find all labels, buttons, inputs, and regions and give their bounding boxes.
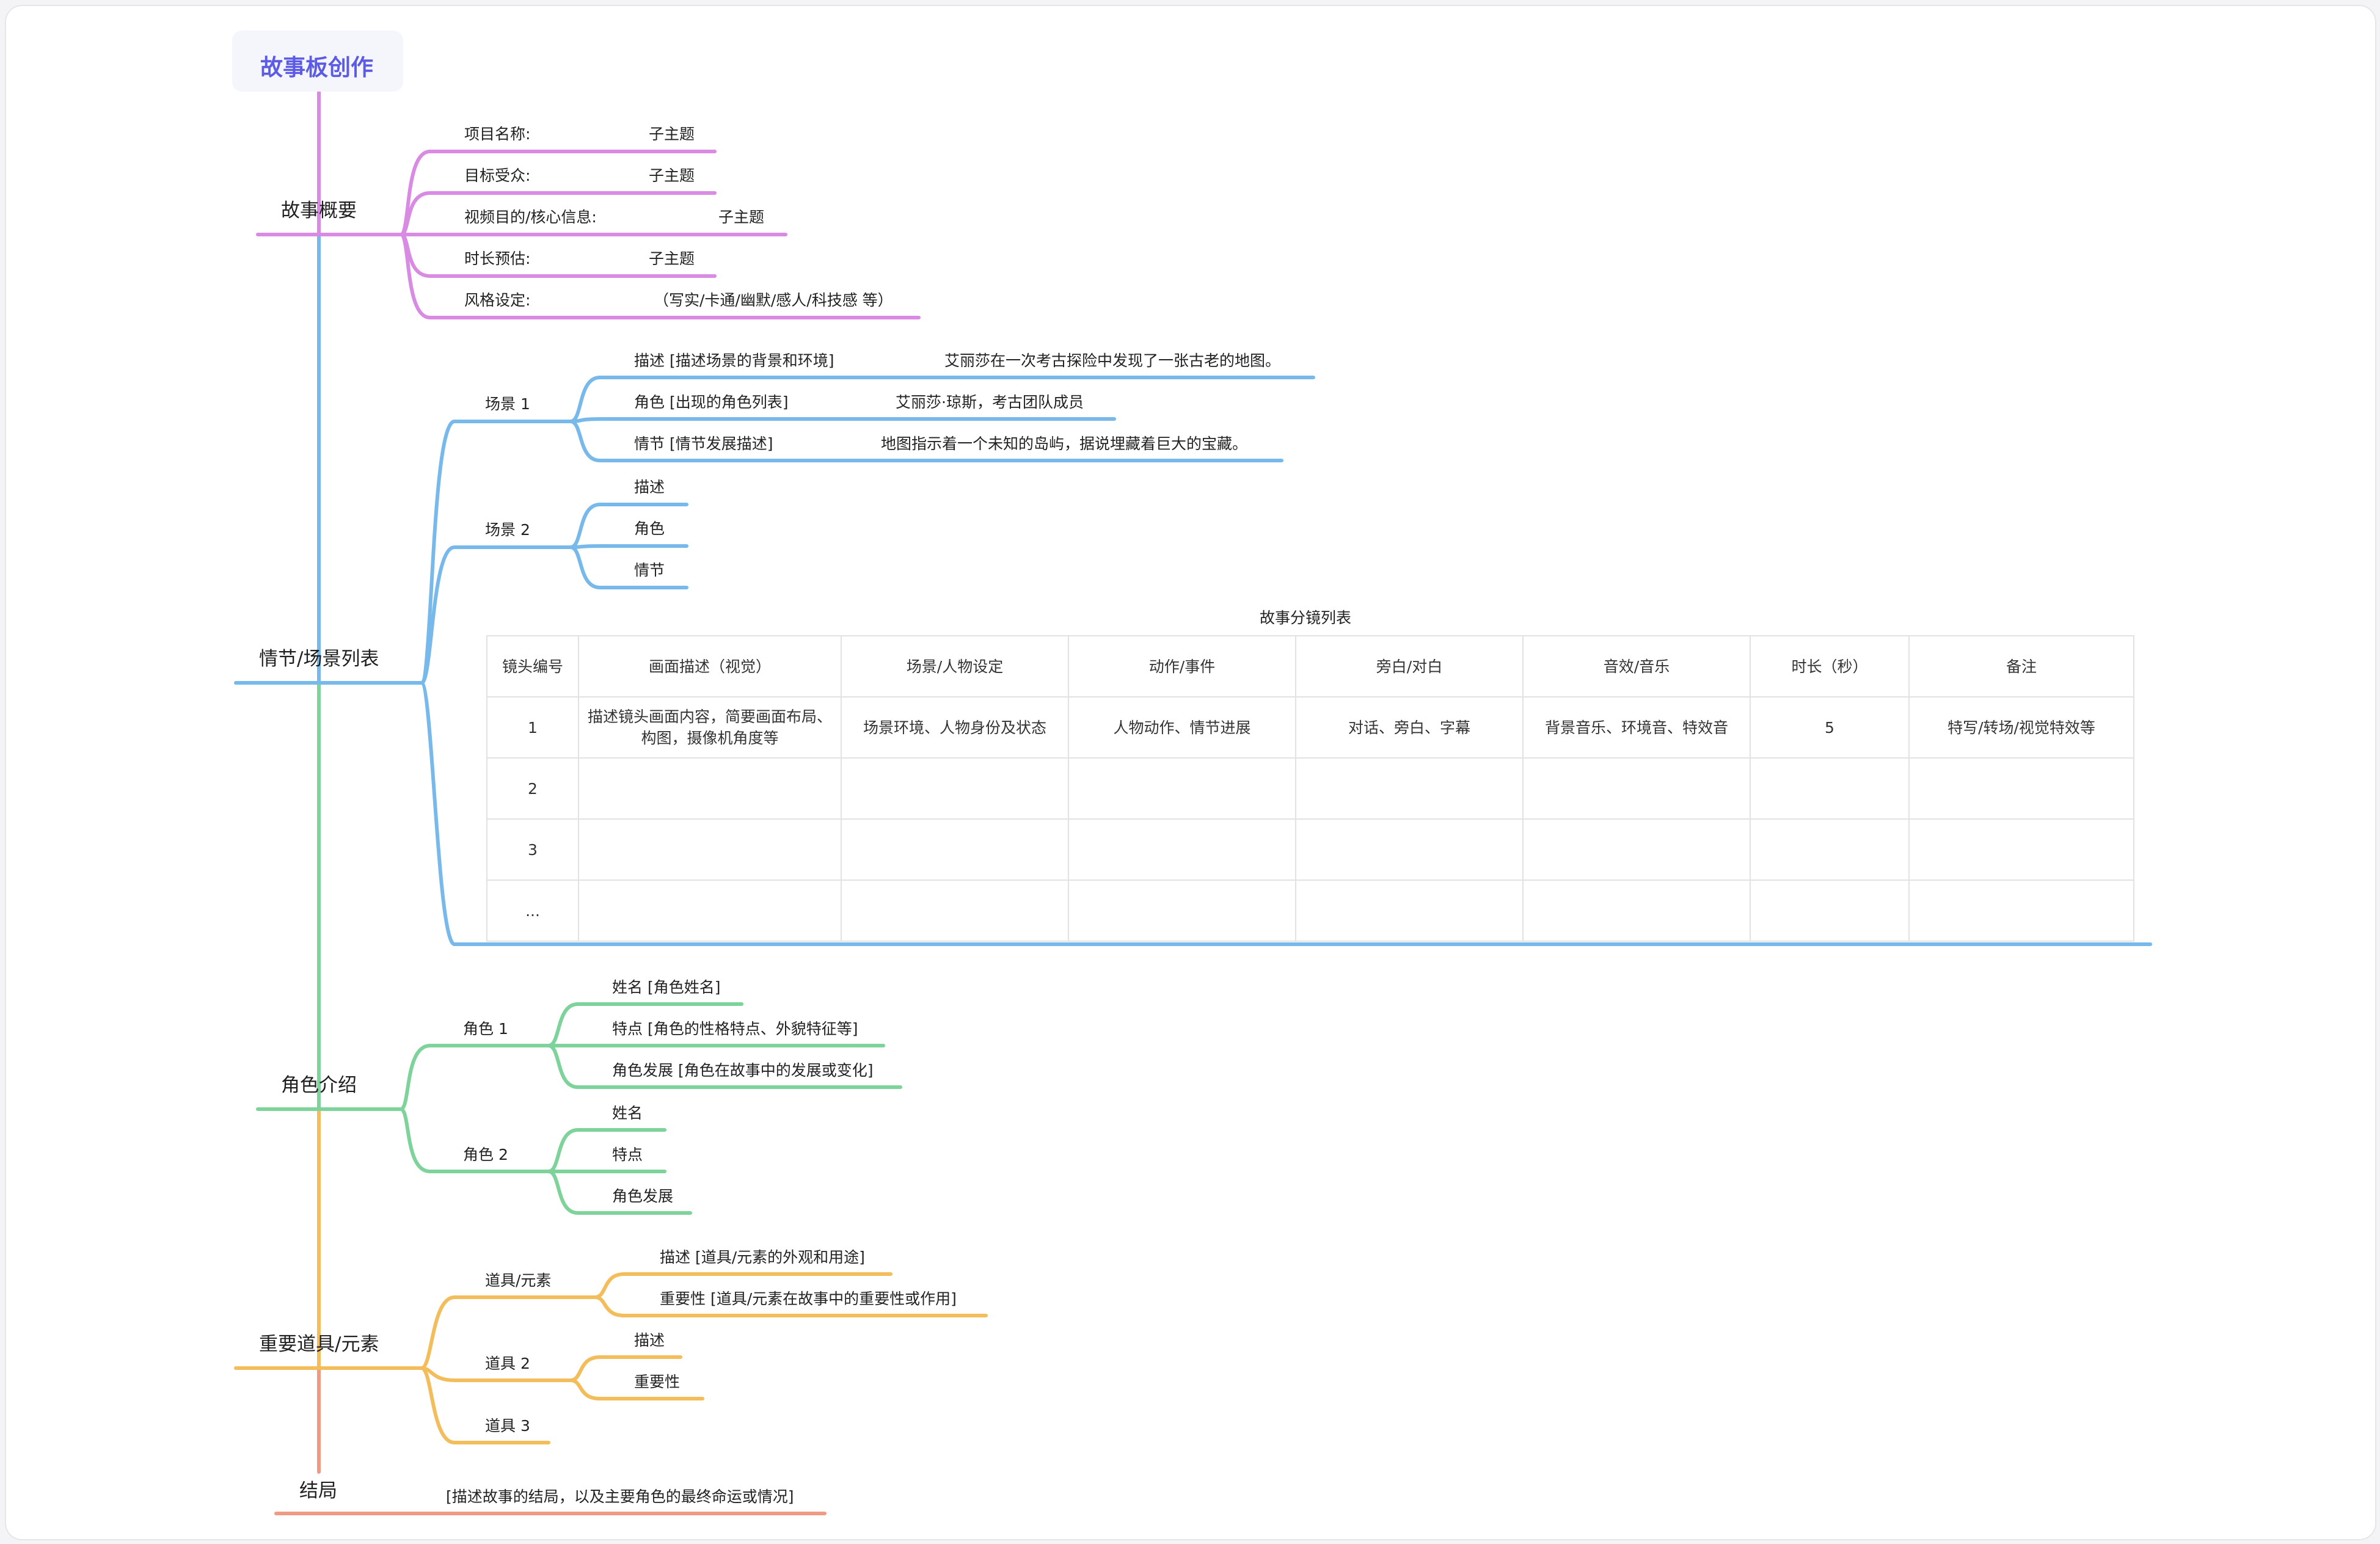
table-cell[interactable]: 5 — [1750, 696, 1910, 759]
table-cell[interactable] — [1522, 879, 1751, 942]
plot-branches — [234, 376, 2152, 946]
scene1-item-label[interactable]: 描述 [描述场景的背景和环境] — [634, 352, 834, 370]
overview-node[interactable]: 故事概要 — [281, 200, 357, 222]
table-cell[interactable] — [841, 818, 1069, 881]
scene1-item-label[interactable]: 角色 [出现的角色列表] — [634, 393, 789, 411]
table-cell[interactable]: 特写/转场/视觉特效等 — [1908, 696, 2134, 759]
scene1-node[interactable]: 场景 1 — [485, 395, 530, 413]
table-header: 镜头编号 — [486, 635, 579, 697]
character1-item[interactable]: 姓名 [角色姓名] — [612, 978, 721, 996]
prop3-node[interactable]: 道具 3 — [485, 1417, 530, 1435]
prop2-node[interactable]: 道具 2 — [485, 1355, 530, 1372]
table-cell[interactable] — [841, 757, 1069, 820]
scene1-item-label[interactable]: 情节 [情节发展描述] — [634, 435, 773, 453]
table-cell[interactable]: 3 — [486, 818, 579, 881]
prop2-item[interactable]: 重要性 — [634, 1373, 681, 1391]
table-cell[interactable]: 背景音乐、环境音、特效音 — [1522, 696, 1751, 759]
ending-node[interactable]: 结局 — [299, 1480, 337, 1502]
table-cell[interactable]: 人物动作、情节进展 — [1068, 696, 1296, 759]
table-cell[interactable] — [1295, 879, 1524, 942]
overview-item-value[interactable]: 子主题 — [718, 208, 765, 226]
table-cell[interactable]: 对话、旁白、字幕 — [1295, 696, 1524, 759]
scene2-item[interactable]: 角色 — [634, 520, 665, 537]
table-cell[interactable] — [1068, 757, 1296, 820]
prop1-node[interactable]: 道具/元素 — [485, 1272, 552, 1289]
table-cell[interactable] — [1295, 757, 1524, 820]
table-cell[interactable] — [1522, 757, 1751, 820]
overview-item-value[interactable]: 子主题 — [649, 167, 695, 184]
character2-item[interactable]: 角色发展 — [612, 1187, 674, 1205]
overview-item-value[interactable]: （写实/卡通/幽默/感人/科技感 等） — [654, 291, 893, 309]
root-node[interactable] — [232, 31, 403, 92]
scene1-item-value[interactable]: 艾丽莎·琼斯，考古团队成员 — [896, 393, 1084, 411]
character1-item[interactable]: 角色发展 [角色在故事中的发展或变化] — [612, 1062, 874, 1079]
character-branches — [256, 1002, 902, 1215]
scene2-item[interactable]: 情节 — [634, 561, 665, 579]
overview-item-label[interactable]: 项目名称: — [464, 125, 531, 143]
props-node[interactable]: 重要道具/元素 — [259, 1333, 379, 1355]
prop2-item[interactable]: 描述 — [634, 1331, 665, 1349]
overview-branches — [256, 150, 921, 319]
table-cell[interactable]: 2 — [486, 757, 579, 820]
table-row: ... — [486, 879, 2134, 942]
storyboard-table: 镜头编号 画面描述（视觉） 场景/人物设定 动作/事件 旁白/对白 音效/音乐 … — [486, 635, 2134, 942]
prop1-item[interactable]: 描述 [道具/元素的外观和用途] — [660, 1248, 865, 1266]
table-cell[interactable] — [1750, 757, 1910, 820]
overview-item-label[interactable]: 视频目的/核心信息: — [464, 208, 597, 226]
scene2-node[interactable]: 场景 2 — [485, 521, 530, 539]
prop1-item[interactable]: 重要性 [道具/元素在故事中的重要性或作用] — [660, 1290, 957, 1308]
table-cell[interactable] — [1908, 879, 2134, 942]
table-cell[interactable] — [1908, 818, 2134, 881]
table-row: 2 — [486, 757, 2134, 820]
overview-item-label[interactable]: 目标受众: — [464, 167, 531, 184]
table-cell[interactable]: 描述镜头画面内容，简要画面布局、构图，摄像机角度等 — [578, 696, 842, 759]
plot-node[interactable]: 情节/场景列表 — [259, 648, 379, 670]
table-row: 3 — [486, 818, 2134, 881]
table-header: 音效/音乐 — [1522, 635, 1751, 697]
table-cell[interactable] — [1522, 818, 1751, 881]
character1-node[interactable]: 角色 1 — [463, 1020, 508, 1038]
table-cell[interactable] — [1295, 818, 1524, 881]
table-header: 旁白/对白 — [1295, 635, 1524, 697]
table-header-row: 镜头编号 画面描述（视觉） 场景/人物设定 动作/事件 旁白/对白 音效/音乐 … — [486, 635, 2134, 697]
ending-item[interactable]: [描述故事的结局，以及主要角色的最终命运或情况] — [446, 1488, 794, 1506]
table-header: 动作/事件 — [1068, 635, 1296, 697]
table-cell[interactable]: ... — [486, 879, 579, 942]
scene2-item[interactable]: 描述 — [634, 478, 665, 496]
table-header: 时长（秒） — [1750, 635, 1910, 697]
table-cell[interactable] — [841, 879, 1069, 942]
table-header: 画面描述（视觉） — [578, 635, 842, 697]
table-row: 1 描述镜头画面内容，简要画面布局、构图，摄像机角度等 场景环境、人物身份及状态… — [486, 696, 2134, 759]
table-cell[interactable] — [1908, 757, 2134, 820]
table-cell[interactable]: 1 — [486, 696, 579, 759]
table-header: 场景/人物设定 — [841, 635, 1069, 697]
table-header: 备注 — [1908, 635, 2134, 697]
overview-item-value[interactable]: 子主题 — [649, 125, 695, 143]
props-branches — [234, 1272, 988, 1444]
scene1-item-value[interactable]: 地图指示着一个未知的岛屿，据说埋藏着巨大的宝藏。 — [881, 435, 1248, 453]
character2-node[interactable]: 角色 2 — [463, 1146, 508, 1163]
root-title: 故事板创作 — [260, 54, 373, 81]
overview-item-label[interactable]: 风格设定: — [464, 291, 531, 309]
table-cell[interactable] — [1750, 818, 1910, 881]
character2-item[interactable]: 姓名 — [612, 1104, 643, 1122]
characters-node[interactable]: 角色介绍 — [281, 1074, 357, 1096]
table-cell[interactable] — [1750, 879, 1910, 942]
overview-item-label[interactable]: 时长预估: — [464, 250, 531, 268]
table-cell[interactable] — [578, 757, 842, 820]
table-cell[interactable] — [578, 818, 842, 881]
overview-item-value[interactable]: 子主题 — [649, 250, 695, 268]
table-title: 故事分镜列表 — [1260, 609, 1352, 627]
table-cell[interactable] — [578, 879, 842, 942]
table-cell[interactable]: 场景环境、人物身份及状态 — [841, 696, 1069, 759]
table-cell[interactable] — [1068, 818, 1296, 881]
character1-item[interactable]: 特点 [角色的性格特点、外貌特征等] — [612, 1020, 858, 1038]
scene1-item-value[interactable]: 艾丽莎在一次考古探险中发现了一张古老的地图。 — [944, 352, 1281, 370]
character2-item[interactable]: 特点 — [612, 1146, 643, 1163]
table-cell[interactable] — [1068, 879, 1296, 942]
